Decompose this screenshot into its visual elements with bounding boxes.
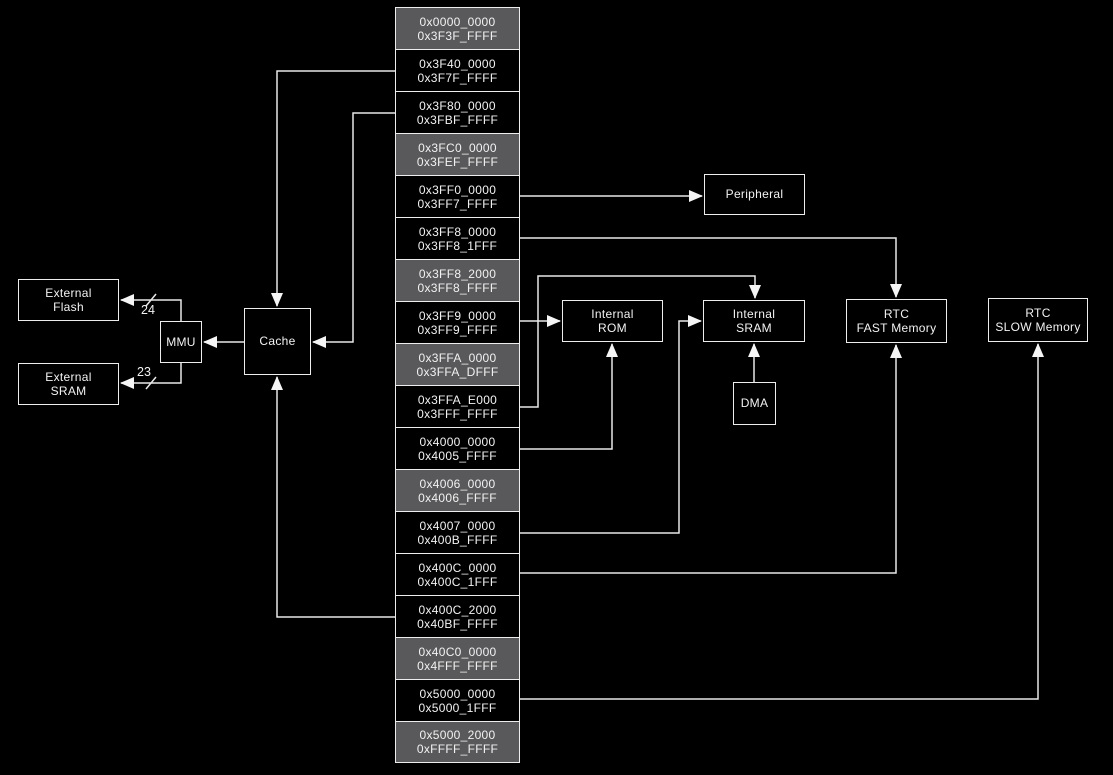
row-end-address: 0x3FF7_FFFF bbox=[417, 196, 498, 211]
connector-0x3F80-to-cache-right bbox=[312, 112, 395, 348]
internal-sram-label-line2: SRAM bbox=[736, 321, 772, 335]
row-start-address: 0x0000_0000 bbox=[419, 14, 496, 29]
row-end-address: 0x4FFF_FFFF bbox=[417, 658, 498, 673]
rtc-fast-label-line1: RTC bbox=[883, 306, 910, 321]
row-end-address: 0x3FBF_FFFF bbox=[416, 112, 499, 127]
mmu-label: MMU bbox=[166, 334, 196, 349]
cache-label: Cache bbox=[259, 334, 296, 349]
row-end-address: 0x5000_1FFF bbox=[418, 700, 497, 715]
row-end-address: 0x4005_FFFF bbox=[418, 448, 497, 463]
row-end-address: 0x400B_FFFF bbox=[417, 532, 498, 547]
external-sram-label-line1: External bbox=[45, 369, 92, 384]
row-start-address: 0x3FF0_0000 bbox=[418, 182, 497, 197]
connector-0x5000-to-rtc-slow-bottom bbox=[520, 343, 1044, 700]
row-start-address: 0x4006_0000 bbox=[419, 476, 496, 491]
external-sram-box: External SRAM bbox=[18, 363, 119, 405]
rtc-fast-label-line2: FAST Memory bbox=[856, 321, 937, 335]
connector-0x3FF80000-to-rtc-fast-top bbox=[520, 237, 902, 298]
peripheral-label: Peripheral bbox=[725, 187, 784, 202]
internal-rom-box: Internal ROM bbox=[562, 300, 663, 342]
row-end-address: 0x3F7F_FFFF bbox=[417, 70, 498, 85]
row-start-address: 0x4007_0000 bbox=[419, 518, 496, 533]
external-flash-label-line2: Flash bbox=[53, 300, 84, 314]
row-end-address: 0x4006_FFFF bbox=[418, 490, 497, 505]
row-end-address: 0x3FF8_1FFF bbox=[417, 238, 498, 253]
row-start-address: 0x5000_2000 bbox=[419, 728, 496, 742]
row-start-address: 0x3FF9_0000 bbox=[418, 308, 497, 323]
row-start-address: 0x400C_2000 bbox=[418, 602, 497, 617]
external-flash-box: External Flash bbox=[18, 279, 119, 321]
row-end-address: 0x3F3F_FFFF bbox=[417, 28, 498, 43]
connector-0x400C0000-to-rtc-fast-bottom bbox=[520, 344, 902, 574]
connector-0x4000-to-rom-bottom bbox=[520, 343, 618, 450]
internal-sram-label-line1: Internal bbox=[732, 306, 776, 321]
rtc-slow-label-line1: RTC bbox=[1025, 305, 1051, 320]
dma-box: DMA bbox=[733, 382, 776, 425]
flash-bus-width-label: 24 bbox=[141, 303, 155, 317]
rtc-slow-label-line2: SLOW Memory bbox=[995, 320, 1081, 334]
row-start-address: 0x400C_0000 bbox=[418, 560, 497, 575]
rtc-slow-memory-box: RTC SLOW Memory bbox=[988, 298, 1088, 342]
row-end-address: 0x3FF9_FFFF bbox=[417, 322, 498, 337]
row-start-address: 0x40C0_0000 bbox=[418, 644, 497, 659]
external-sram-label-line2: SRAM bbox=[50, 384, 87, 398]
row-start-address: 0x3F80_0000 bbox=[419, 98, 496, 113]
row-start-address: 0x3FFA_E000 bbox=[417, 392, 498, 407]
row-start-address: 0x4000_0000 bbox=[419, 434, 496, 449]
row-start-address: 0x3FF8_0000 bbox=[418, 224, 497, 239]
row-end-address: 0x3FF8_FFFF bbox=[417, 280, 498, 295]
row-start-address: 0x3FF8_2000 bbox=[418, 266, 497, 281]
connector-0x3F40-to-cache-top bbox=[271, 70, 395, 307]
external-flash-label-line1: External bbox=[45, 285, 92, 300]
row-end-address: 0x3FFF_FFFF bbox=[417, 406, 498, 421]
sram-bus-width-label: 23 bbox=[137, 365, 151, 379]
row-start-address: 0x3FFA_0000 bbox=[418, 350, 497, 365]
mmu-box: MMU bbox=[160, 321, 202, 363]
internal-rom-label-line2: ROM bbox=[598, 321, 627, 335]
connector-0x4007-to-sram-left bbox=[520, 315, 702, 534]
row-end-address: 0xFFFF_FFFF bbox=[416, 742, 499, 756]
internal-rom-label-line1: Internal bbox=[591, 306, 634, 321]
row-end-address: 0x3FFA_DFFF bbox=[416, 364, 499, 379]
cache-box: Cache bbox=[244, 308, 311, 375]
connector-mmu-to-external-sram bbox=[120, 363, 182, 389]
dma-label: DMA bbox=[740, 396, 769, 411]
row-start-address: 0x3FC0_0000 bbox=[418, 140, 497, 155]
peripheral-box: Peripheral bbox=[704, 174, 805, 215]
row-end-address: 0x40BF_FFFF bbox=[417, 616, 498, 631]
row-end-address: 0x400C_1FFF bbox=[417, 574, 498, 589]
row-end-address: 0x3FEF_FFFF bbox=[416, 154, 499, 169]
row-start-address: 0x3F40_0000 bbox=[419, 56, 496, 71]
rtc-fast-memory-box: RTC FAST Memory bbox=[846, 299, 947, 343]
row-start-address: 0x5000_0000 bbox=[419, 686, 496, 701]
internal-sram-box: Internal SRAM bbox=[703, 300, 805, 342]
connector-0x400C2000-to-cache-bottom bbox=[271, 376, 395, 618]
